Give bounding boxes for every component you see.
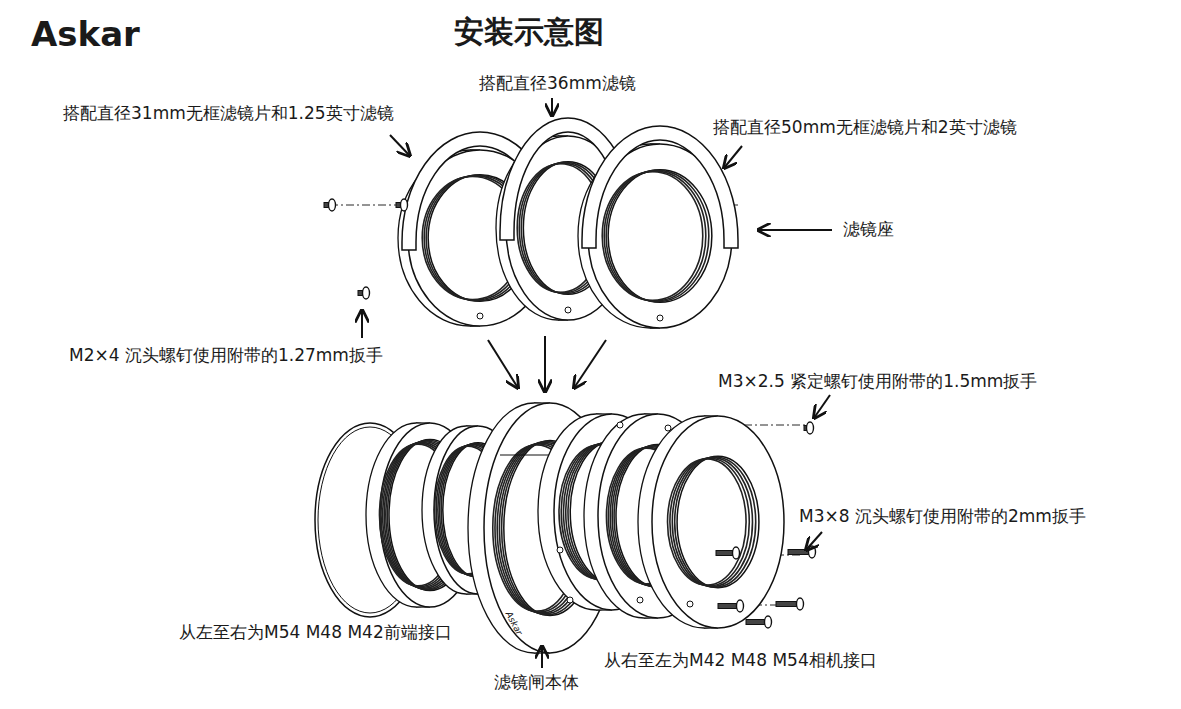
m3-screw	[776, 598, 804, 610]
callout-arrow	[390, 135, 410, 156]
callout-arrow	[814, 395, 830, 418]
callout-arrow	[806, 532, 822, 550]
callout-arrow	[541, 646, 543, 668]
m2-screw	[396, 199, 408, 211]
callout-arrow	[488, 340, 518, 388]
callout-arrow	[758, 229, 832, 231]
part-label: M3×2.5 紧定螺钉使用附带的1.5mm扳手	[717, 371, 1038, 391]
m3-screw	[718, 600, 744, 612]
part-label: 从左至右为M54 M48 M42前端接口	[178, 622, 453, 642]
part-label: 搭配直径31mm无框滤镜片和1.25英寸滤镜	[62, 103, 395, 123]
callout-arrow	[361, 310, 363, 338]
camera-adapter-m54	[638, 416, 784, 628]
callout-arrow	[574, 340, 606, 388]
m2-screw	[324, 199, 336, 211]
m3-screw	[788, 546, 816, 558]
m2-screw	[358, 287, 370, 299]
m3-screw	[716, 547, 740, 559]
callout-arrow	[551, 98, 553, 116]
filter-holder-50mm	[578, 126, 738, 328]
part-label: 从右至左为M42 M48 M54相机接口	[603, 650, 878, 670]
part-label: 搭配直径50mm无框滤镜片和2英寸滤镜	[712, 117, 1018, 137]
callout-arrow	[544, 336, 546, 392]
part-label: 滤镜闸本体	[493, 672, 580, 692]
part-label: 滤镜座	[842, 219, 895, 239]
brand-logo: Askar	[30, 14, 141, 55]
callout-arrow	[724, 146, 742, 168]
set-screw	[804, 422, 814, 434]
m3-screw	[746, 616, 772, 628]
diagram-title: 安装示意图	[453, 14, 605, 50]
part-label: M3×8 沉头螺钉使用附带的2mm扳手	[798, 506, 1087, 526]
part-label: M2×4 沉头螺钉使用附带的1.27mm扳手	[68, 345, 384, 365]
part-label: 搭配直径36mm滤镜	[478, 73, 637, 93]
